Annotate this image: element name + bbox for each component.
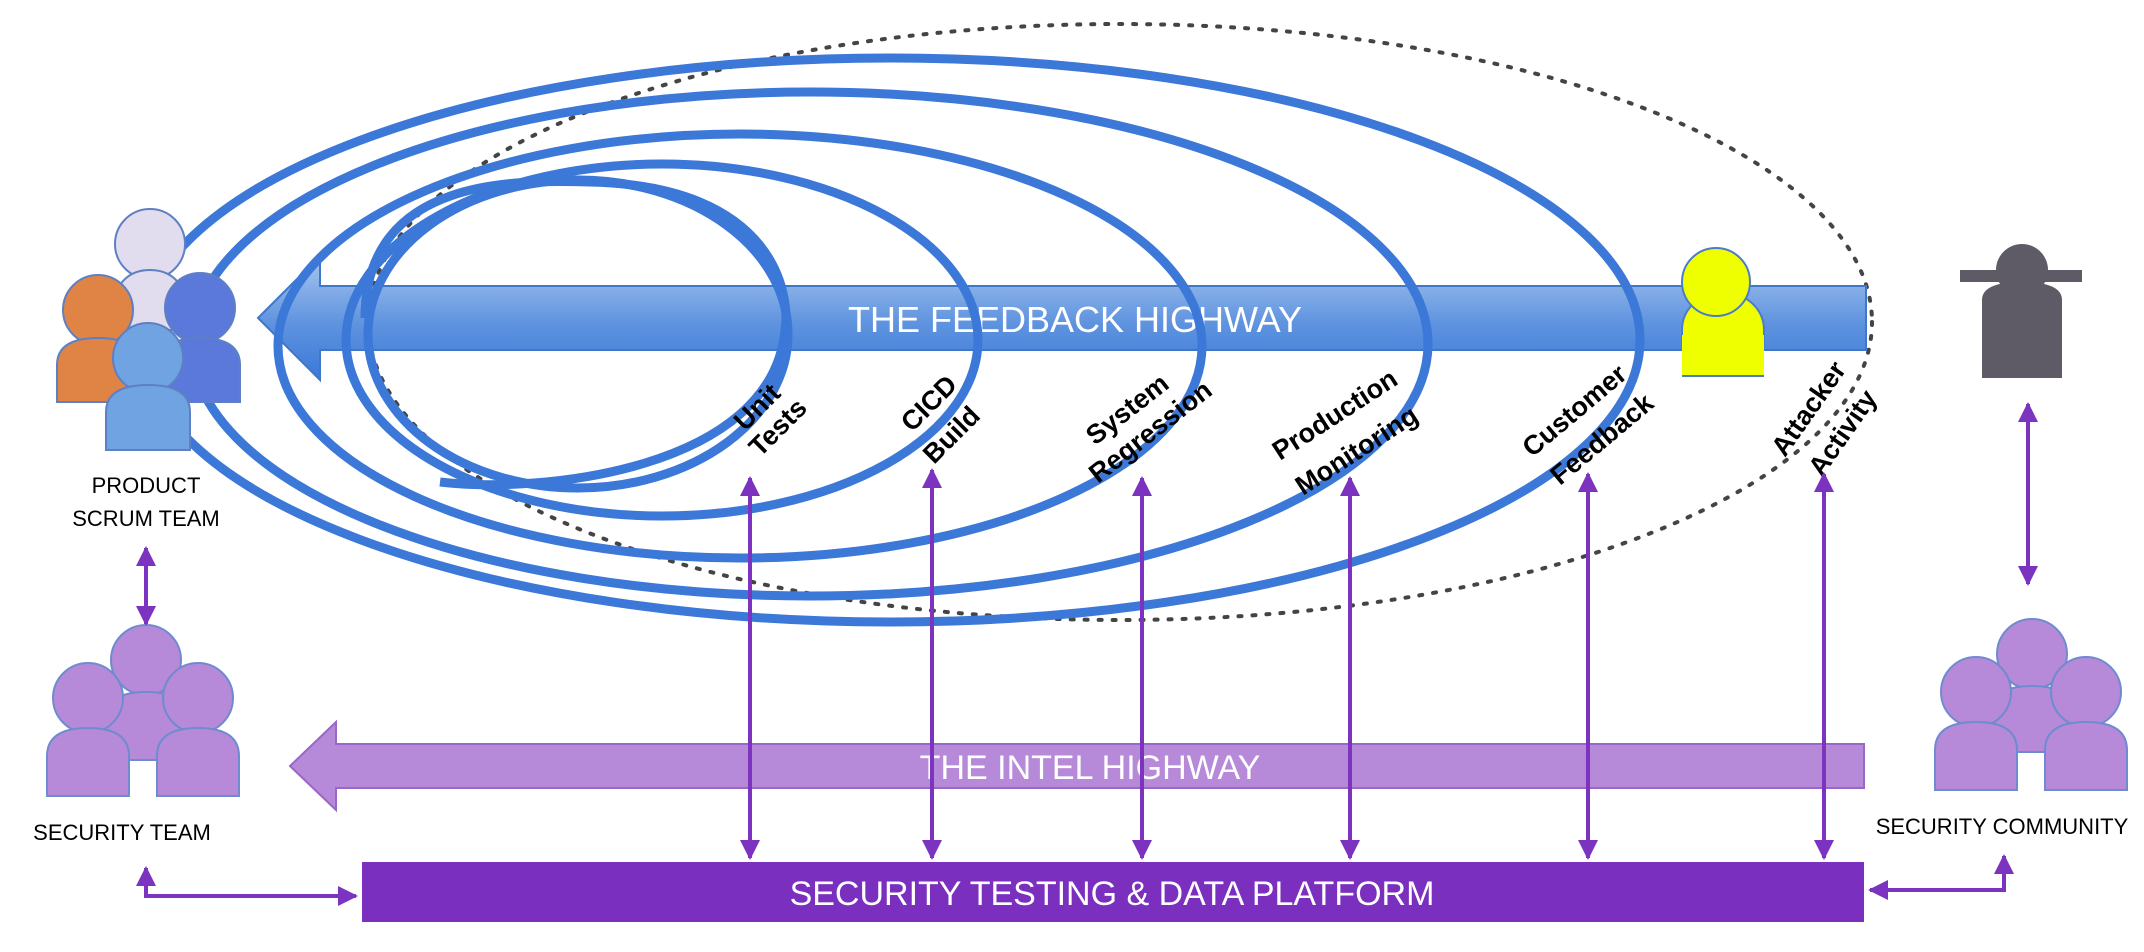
intel-highway-label: THE INTEL HIGHWAY <box>920 749 1261 787</box>
hacker-icon <box>1960 244 2082 378</box>
security-community-label: SECURITY COMMUNITY <box>1876 814 2129 839</box>
feedback-highway-label: THE FEEDBACK HIGHWAY <box>848 299 1302 340</box>
security-team-label: SECURITY TEAM <box>33 820 211 845</box>
intel-highway-arrow <box>288 719 1865 813</box>
security-team-icon <box>46 624 240 797</box>
security-community-icon <box>1934 618 2128 791</box>
loop-unit-tests <box>360 176 791 490</box>
loop-unit-tests-ellipse <box>363 175 793 493</box>
arrow-community-platform <box>1868 854 2014 900</box>
security-platform-bar <box>362 862 1864 922</box>
attacker-loop-dotted-ellipse <box>366 22 1874 622</box>
product-label-line2: SCRUM TEAM <box>72 506 220 531</box>
attacker-icon <box>1681 247 1765 377</box>
arrow-security-team-platform <box>136 866 358 906</box>
product-scrum-team-icon <box>56 208 241 451</box>
product-label-line1: PRODUCT <box>92 473 201 498</box>
security-platform-label: SECURITY TESTING & DATA PLATFORM <box>790 875 1435 913</box>
loop-cicd-build-ellipse <box>341 159 983 521</box>
